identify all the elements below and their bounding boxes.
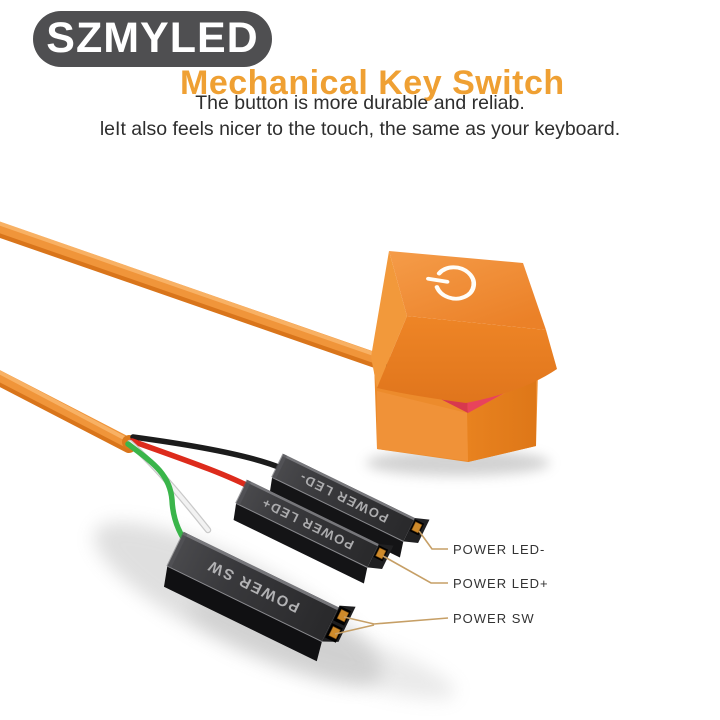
breakout-wires: [125, 434, 284, 552]
connector-back-cap: [271, 453, 288, 480]
pin-gold: [411, 521, 423, 534]
leader-led-minus: [418, 530, 448, 550]
keycap-left-skirt: [371, 251, 407, 388]
connector-top-face: [236, 479, 379, 568]
power-cable: [0, 221, 400, 453]
product-description: The button is more durable and reliab. l…: [0, 90, 720, 142]
pin-gold: [375, 547, 387, 560]
callout-power-led-minus: POWER LED-: [453, 542, 546, 557]
pin-gold: [328, 626, 341, 640]
brand-logo: SZMYLED: [33, 11, 272, 67]
connector-edge-line: [235, 502, 368, 568]
connector-back-cap: [166, 531, 188, 568]
switch-shadow: [366, 450, 550, 476]
keycap-front-skirt: [377, 316, 557, 403]
keycap-top-face: [389, 251, 546, 330]
switch-base-right-face: [467, 377, 536, 462]
connector-side-face: [163, 566, 322, 662]
page-title: Mechanical Key Switch: [180, 63, 565, 102]
connector-side-face: [233, 503, 368, 584]
wire-black: [130, 434, 284, 471]
power-switch: [371, 251, 557, 462]
connector-edge-line: [167, 565, 323, 643]
switch-base-left-face: [377, 391, 468, 461]
wire-red: [129, 438, 257, 492]
callout-lines: [334, 530, 449, 635]
brand-logo-text: SZMYLED: [46, 13, 259, 62]
leader-led-plus: [382, 555, 448, 584]
connector-power-led-plus: POWER LED+: [233, 479, 394, 584]
connector-top-face: [272, 454, 415, 542]
connector-edge-highlight: [182, 532, 339, 611]
connector-edge-line: [271, 476, 404, 542]
description-line-2: leIt also feels nicer to the touch, the …: [99, 118, 621, 140]
callout-power-sw: POWER SW: [453, 611, 535, 626]
connector-edge-highlight: [246, 479, 379, 547]
callout-power-led-plus: POWER LED+: [453, 576, 549, 591]
connector-top-face: [167, 532, 339, 642]
connector-edge-highlight: [282, 454, 415, 521]
description-line-1: The button is more durable and reliab.: [195, 92, 525, 114]
power-icon: [426, 265, 477, 301]
leader-sw-b: [334, 624, 375, 635]
connector-side-face: [269, 477, 404, 558]
leader-sw-a: [343, 616, 449, 625]
connector-back-cap: [235, 479, 252, 506]
connector-power-led-minus: POWER LED-: [269, 453, 430, 558]
